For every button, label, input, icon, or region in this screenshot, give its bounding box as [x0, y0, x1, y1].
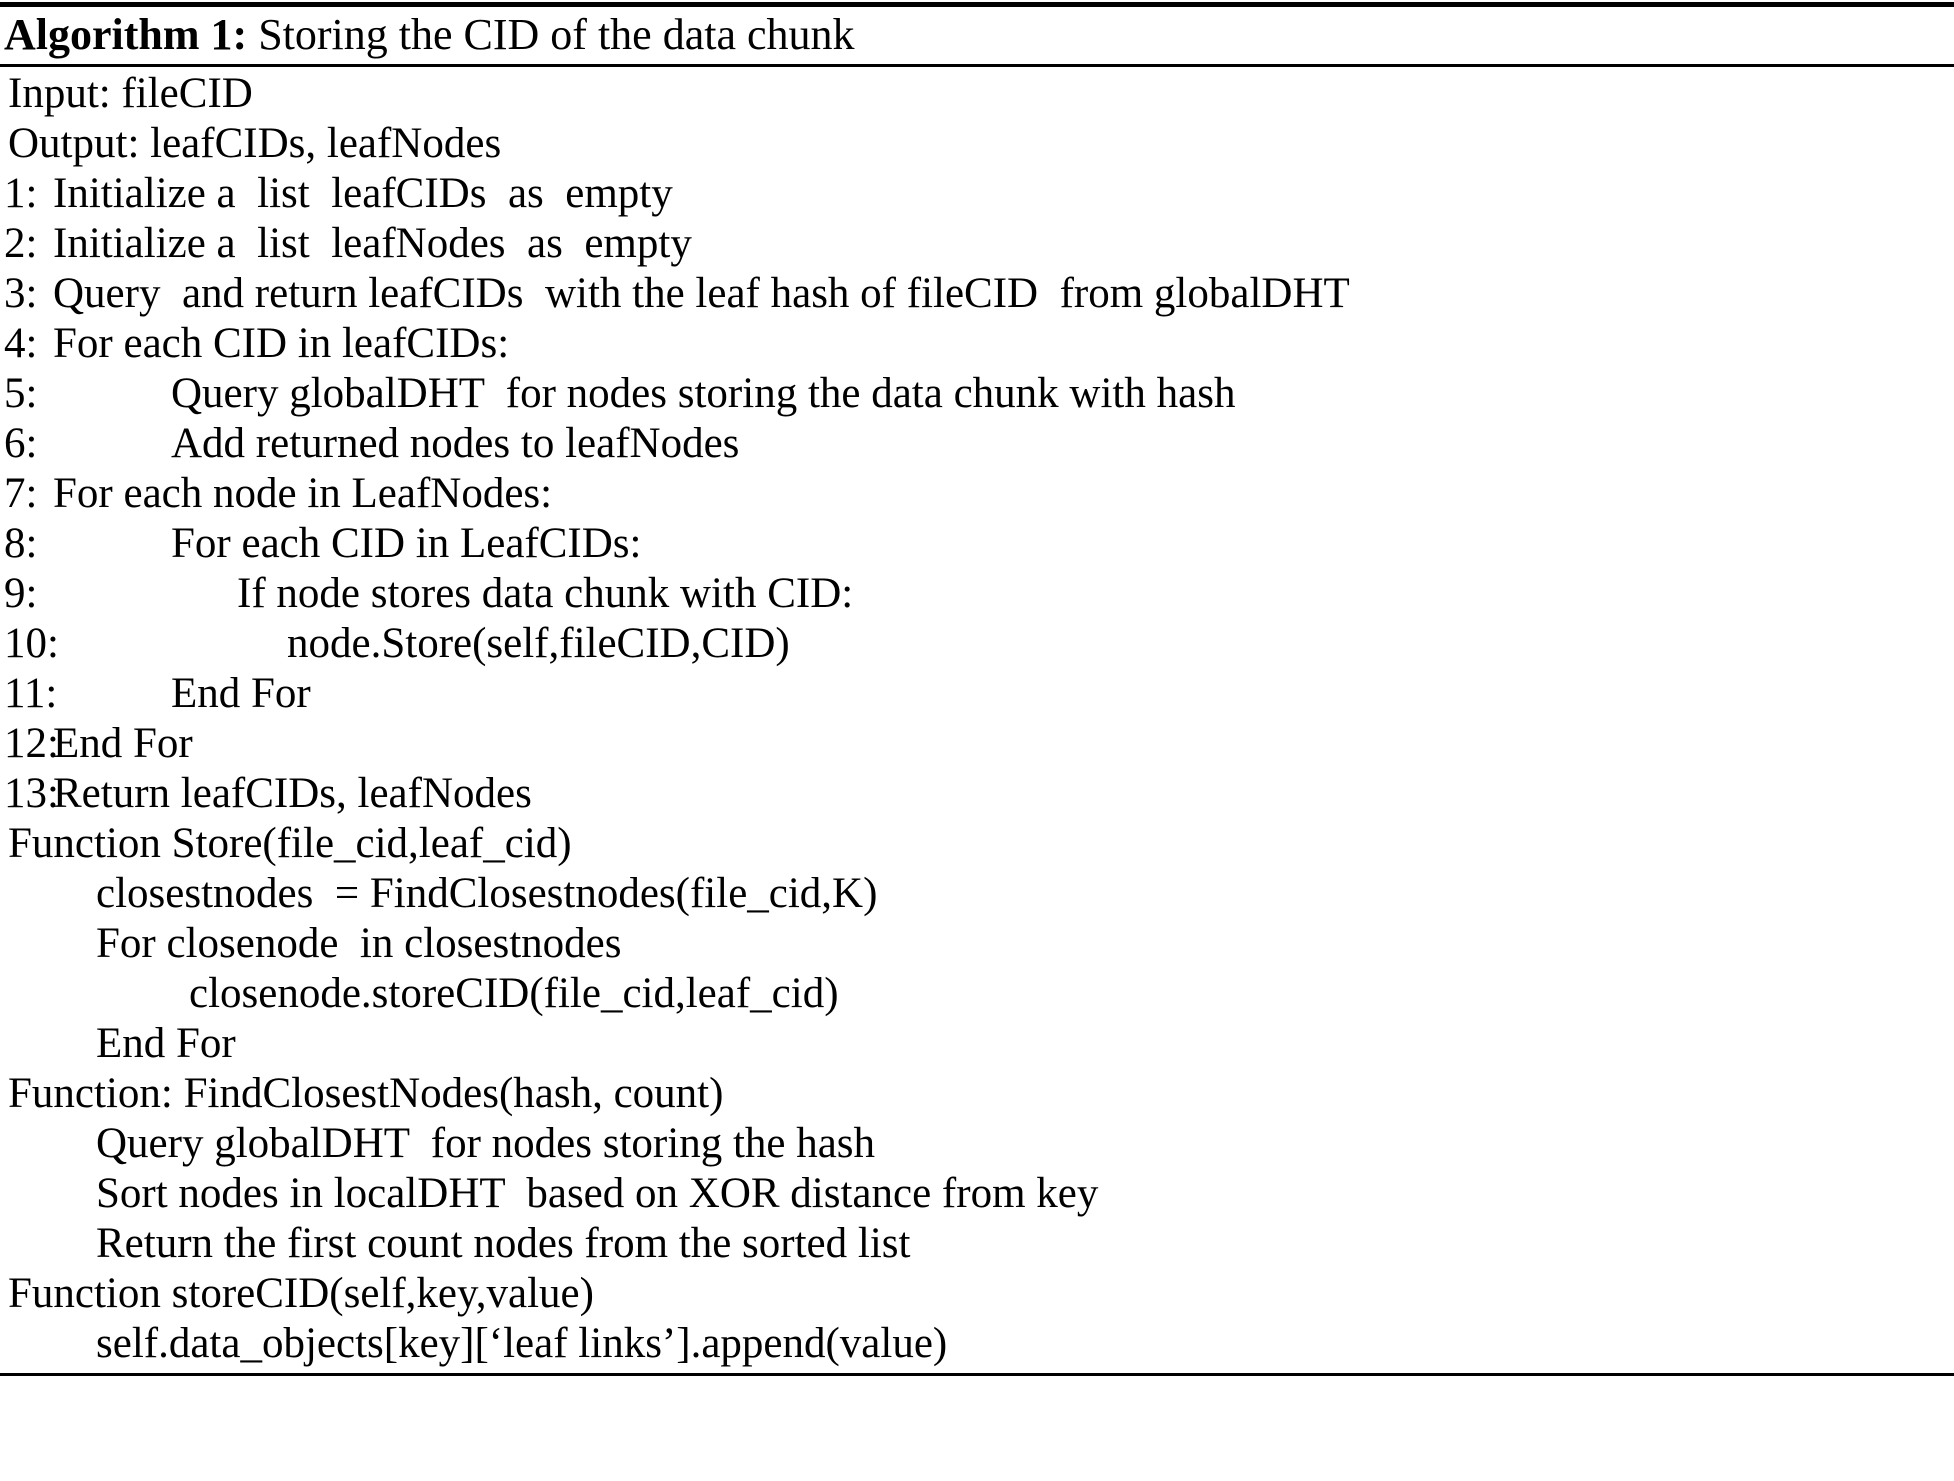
algorithm-line: Sort nodes in localDHT based on XOR dist… — [0, 1169, 1954, 1219]
algorithm-line-text: Query globalDHT for nodes storing the da… — [171, 370, 1236, 417]
algorithm-line: 1: Initialize a list leafCIDs as empty — [0, 169, 1954, 219]
algorithm-line-text: Output: leafCIDs, leafNodes — [8, 120, 502, 167]
algorithm-line: closestnodes = FindClosestnodes(file_cid… — [0, 869, 1954, 919]
algorithm-line: 12:End For — [0, 719, 1954, 769]
algorithm-line-text: closestnodes = FindClosestnodes(file_cid… — [96, 870, 878, 917]
algorithm-line-number: 1: — [4, 170, 38, 217]
algorithm-line-text: Function storeCID(self,key,value) — [8, 1270, 594, 1317]
algorithm-caption: Algorithm 1: Storing the CID of the data… — [0, 7, 1954, 64]
algorithm-line: 2: Initialize a list leafNodes as empty — [0, 219, 1954, 269]
algorithm-line-text: Sort nodes in localDHT based on XOR dist… — [96, 1170, 1099, 1217]
algorithm-line: Function Store(file_cid,leaf_cid) — [0, 819, 1954, 869]
algorithm-line: 9: If node stores data chunk with CID: — [0, 569, 1954, 619]
algorithm-line-text: Initialize a list leafNodes as empty — [53, 220, 692, 267]
algorithm-line-text: Add returned nodes to leafNodes — [171, 420, 740, 467]
algorithm-line: Output: leafCIDs, leafNodes — [0, 119, 1954, 169]
algorithm-top-rule — [0, 2, 1954, 7]
algorithm-line: self.data_objects[key][‘leaf links’].app… — [0, 1319, 1954, 1369]
algorithm-caption-title: Storing the CID of the data chunk — [247, 10, 855, 59]
algorithm-line-number: 13: — [4, 770, 59, 817]
algorithm-line: End For — [0, 1019, 1954, 1069]
algorithm-line: Function: FindClosestNodes(hash, count) — [0, 1069, 1954, 1119]
algorithm-line-number: 7: — [4, 470, 38, 517]
algorithm-line-text: Function: FindClosestNodes(hash, count) — [8, 1070, 724, 1117]
algorithm-line: Input: fileCID — [0, 69, 1954, 119]
algorithm-line-number: 10: — [4, 620, 59, 667]
algorithm-line-text: For each CID in LeafCIDs: — [171, 520, 642, 567]
algorithm-line-number: 4: — [4, 320, 38, 367]
algorithm-line-number: 3: — [4, 270, 38, 317]
algorithm-caption-label: Algorithm 1: — [4, 10, 248, 59]
algorithm-line-text: Initialize a list leafCIDs as empty — [53, 170, 673, 217]
algorithm-bottom-rule — [0, 1373, 1954, 1376]
algorithm-line-text: Query globalDHT for nodes storing the ha… — [96, 1120, 876, 1167]
algorithm-line-number: 5: — [4, 370, 38, 417]
algorithm-line-number: 8: — [4, 520, 38, 567]
algorithm-line: 8: For each CID in LeafCIDs: — [0, 519, 1954, 569]
algorithm-line-number: 6: — [4, 420, 38, 467]
algorithm-line-text: Return the first count nodes from the so… — [96, 1220, 911, 1267]
algorithm-line-text: If node stores data chunk with CID: — [237, 570, 854, 617]
algorithm-line-text: End For — [171, 670, 311, 717]
algorithm-line-text: For closenode in closestnodes — [96, 920, 622, 967]
algorithm-line-text: self.data_objects[key][‘leaf links’].app… — [96, 1320, 948, 1367]
algorithm-line: For closenode in closestnodes — [0, 919, 1954, 969]
algorithm-line-number: 9: — [4, 570, 38, 617]
algorithm-line-text: closenode.storeCID(file_cid,leaf_cid) — [189, 970, 839, 1017]
algorithm-line: Function storeCID(self,key,value) — [0, 1269, 1954, 1319]
algorithm-line: 11: End For — [0, 669, 1954, 719]
algorithm-line-text: End For — [96, 1020, 236, 1067]
algorithm-line-number: 11: — [4, 670, 58, 717]
algorithm-line: 4: For each CID in leafCIDs: — [0, 319, 1954, 369]
algorithm-block: Algorithm 1: Storing the CID of the data… — [0, 2, 1954, 1376]
algorithm-line: 5: Query globalDHT for nodes storing the … — [0, 369, 1954, 419]
algorithm-caption-rule — [0, 64, 1954, 67]
algorithm-line: closenode.storeCID(file_cid,leaf_cid) — [0, 969, 1954, 1019]
algorithm-line-text: Query and return leafCIDs with the leaf … — [53, 270, 1350, 317]
algorithm-line-number: 12: — [4, 720, 59, 767]
algorithm-line: 3: Query and return leafCIDs with the lea… — [0, 269, 1954, 319]
algorithm-line: 7: For each node in LeafNodes: — [0, 469, 1954, 519]
algorithm-line: Query globalDHT for nodes storing the ha… — [0, 1119, 1954, 1169]
algorithm-line-text: Function Store(file_cid,leaf_cid) — [8, 820, 572, 867]
algorithm-line-number: 2: — [4, 220, 38, 267]
algorithm-line-text: For each node in LeafNodes: — [53, 470, 553, 517]
algorithm-line-text: For each CID in leafCIDs: — [53, 320, 510, 367]
algorithm-line: Return the first count nodes from the so… — [0, 1219, 1954, 1269]
algorithm-line-text: Return leafCIDs, leafNodes — [53, 770, 532, 817]
algorithm-line: 13:Return leafCIDs, leafNodes — [0, 769, 1954, 819]
algorithm-line: 6: Add returned nodes to leafNodes — [0, 419, 1954, 469]
algorithm-line-text: Input: fileCID — [8, 70, 253, 117]
algorithm-line: 10: node.Store(self,fileCID,CID) — [0, 619, 1954, 669]
algorithm-line-text: End For — [53, 720, 193, 767]
algorithm-line-text: node.Store(self,fileCID,CID) — [287, 620, 790, 667]
